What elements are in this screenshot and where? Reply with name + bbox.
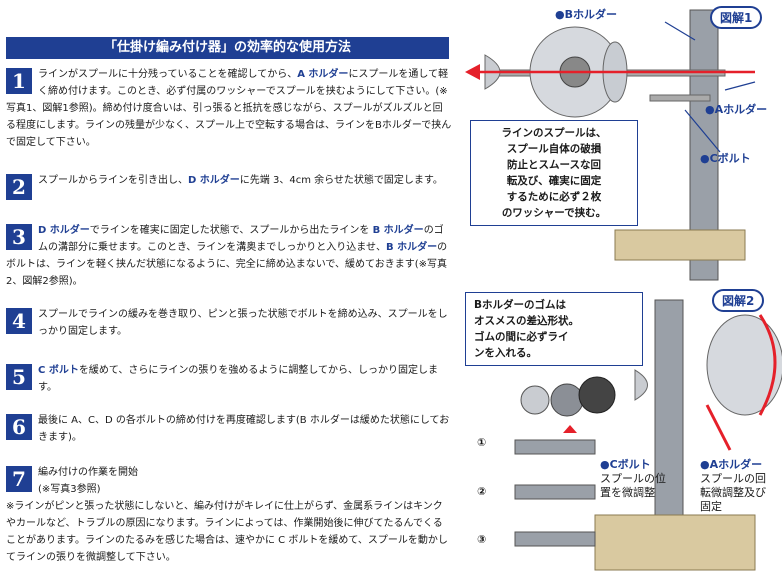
marker-3: ③ (477, 533, 487, 546)
step-number: 6 (6, 414, 32, 440)
stand-base (594, 514, 756, 571)
highlight: D ホルダー (188, 175, 240, 186)
caption-title: ●Aホルダー (700, 458, 763, 471)
caption-line: スプールの位 (600, 472, 666, 485)
highlight: B ホルダー (386, 242, 438, 253)
figure-2-drawing (514, 299, 782, 571)
callout-line: するために必ず２枚 (506, 191, 602, 203)
assembly-3 (514, 531, 596, 547)
step-text: スプールでラインの緩みを巻き取り、ピンと張った状態でボルトを締め込み、スプールを… (38, 309, 448, 337)
highlight: A ホルダー (297, 69, 349, 80)
step-number: 7 (6, 466, 32, 492)
caption-line: 置を微調整 (600, 486, 655, 499)
step-1: 1 ラインがスプールに十分残っていることを確認してから、A ホルダーにスプールを… (6, 66, 452, 151)
wing-nut (634, 369, 648, 401)
caption-line: スプールの回 (700, 472, 766, 485)
a-holder-caption: ●Aホルダー スプールの回 転微調整及び 固定 (700, 458, 766, 514)
callout-line: スプール自体の破損 (506, 143, 602, 155)
highlight: B ホルダー (372, 225, 424, 236)
assembly-2 (514, 484, 596, 500)
step-heading: 編み付けの作業を開始 (38, 467, 138, 478)
instructions-panel: 「仕掛け編み付け器」の効率的な使用方法 1 ラインがスプールに十分残っていること… (6, 37, 452, 566)
highlight: D ホルダー (38, 225, 90, 236)
diagram-illustrations (465, 9, 782, 571)
caption-title: ●Cボルト (600, 458, 651, 471)
callout-line: 転及び、確実に固定 (506, 175, 602, 187)
step-text: ラインがスプールに十分残っていることを確認してから、 (38, 69, 298, 80)
step-number: 3 (6, 224, 32, 250)
step-number: 5 (6, 364, 32, 390)
step-6: 6 最後に A、C、D の各ボルトの締め付けを再度確認します(B ホルダーは緩め… (6, 412, 452, 446)
step-text: に先端 3、4cm 余らせた状態で固定します。 (239, 175, 443, 186)
figure-2-badge: 図解2 (712, 289, 765, 312)
b-holder-label: ●Bホルダー (555, 8, 617, 21)
caption-line: 転微調整及び (700, 486, 766, 499)
callout-line: オスメスの差込形状。 (474, 315, 579, 327)
step-text: のボルトは、ラインを軽く挟んだ状態になるように、完全に締め込まないで、緩めておき… (6, 242, 448, 287)
figure-2-callout: Bホルダーのゴムは オスメスの差込形状。 ゴムの間に必ずライ ンを入れる。 (465, 292, 643, 366)
a-holder-label: ●Aホルダー (705, 103, 768, 116)
callout-line: ゴムの間に必ずライ (474, 331, 569, 343)
spool (706, 314, 782, 416)
step-text: でラインを確実に固定した状態で、スプールから出たラインを (89, 225, 373, 236)
callout-line: 防止とスムースな回 (507, 159, 601, 171)
caption-line: 固定 (700, 500, 722, 513)
step-5: 5 C ボルトを緩めて、さらにラインの張りを強めるように調整してから、しっかり固… (6, 362, 452, 396)
step-number: 2 (6, 174, 32, 200)
adjust-arrow (705, 404, 732, 451)
assembly-1 (514, 439, 596, 455)
step-number: 4 (6, 308, 32, 334)
step-text: のゴムの溝部分に乗せます。このとき、ラインを溝奥までしっかりと入り込ませ、 (38, 225, 444, 253)
callout-line: ラインのスプールは、 (501, 127, 607, 139)
callout-line: ンを入れる。 (474, 347, 537, 359)
step-7: 7 編み付けの作業を開始 (※写真3参照) ※ラインがピンと張った状態にしないと… (6, 464, 452, 566)
highlight: C ボルト (38, 365, 79, 376)
stand-base (614, 229, 746, 261)
c-bolt-caption: ●Cボルト スプールの位 置を微調整 (600, 458, 666, 500)
c-bolt-shaft (649, 94, 711, 102)
step-4: 4 スプールでラインの緩みを巻き取り、ピンと張った状態でボルトを締め込み、スプー… (6, 306, 452, 340)
figure-1-badge: 図解1 (710, 6, 763, 29)
marker-2: ② (477, 485, 487, 498)
rotate-arrow (758, 314, 777, 416)
step-text: を緩めて、さらにラインの張りを強めるように調整してから、しっかり固定します。 (38, 365, 439, 393)
step-text: ※ラインがピンと張った状態にしないと、編み付けがキレイに仕上がらず、金属系ライン… (6, 501, 448, 563)
rubber-part (578, 376, 616, 414)
arrow-head (465, 64, 480, 80)
diagrams-panel: 図解1 ●Bホルダー ●Aホルダー ●Cボルト ラインのスプールは、 スプール自… (455, 0, 782, 579)
step-text: スプールからラインを引き出し、 (38, 175, 188, 186)
nut-part (520, 385, 550, 415)
step-2: 2 スプールからラインを引き出し、D ホルダーに先端 3、4cm 余らせた状態で… (6, 172, 452, 200)
step-text: 最後に A、C、D の各ボルトの締め付けを再度確認します(B ホルダーは緩めた状… (38, 415, 450, 443)
figure-1-drawing (465, 9, 756, 281)
callout-line: のワッシャーで挟む。 (501, 207, 607, 219)
step-3: 3 D ホルダーでラインを確実に固定した状態で、スプールから出たラインを B ホ… (6, 222, 452, 290)
step-number: 1 (6, 68, 32, 94)
figure-1-callout: ラインのスプールは、 スプール自体の破損 防止とスムースな回 転及び、確実に固定… (470, 120, 638, 226)
step-text: にスプールを通して軽く締め付けます。このとき、必ず付属のワッシャーでスプールを挟… (6, 69, 452, 148)
step-note: (※写真3参照) (38, 484, 101, 495)
section-title: 「仕掛け編み付け器」の効率的な使用方法 (6, 37, 449, 59)
marker-1: ① (477, 436, 487, 449)
rubber-part (550, 383, 584, 417)
c-bolt-label: ●Cボルト (700, 152, 751, 165)
callout-line: Bホルダーのゴムは (474, 299, 567, 311)
